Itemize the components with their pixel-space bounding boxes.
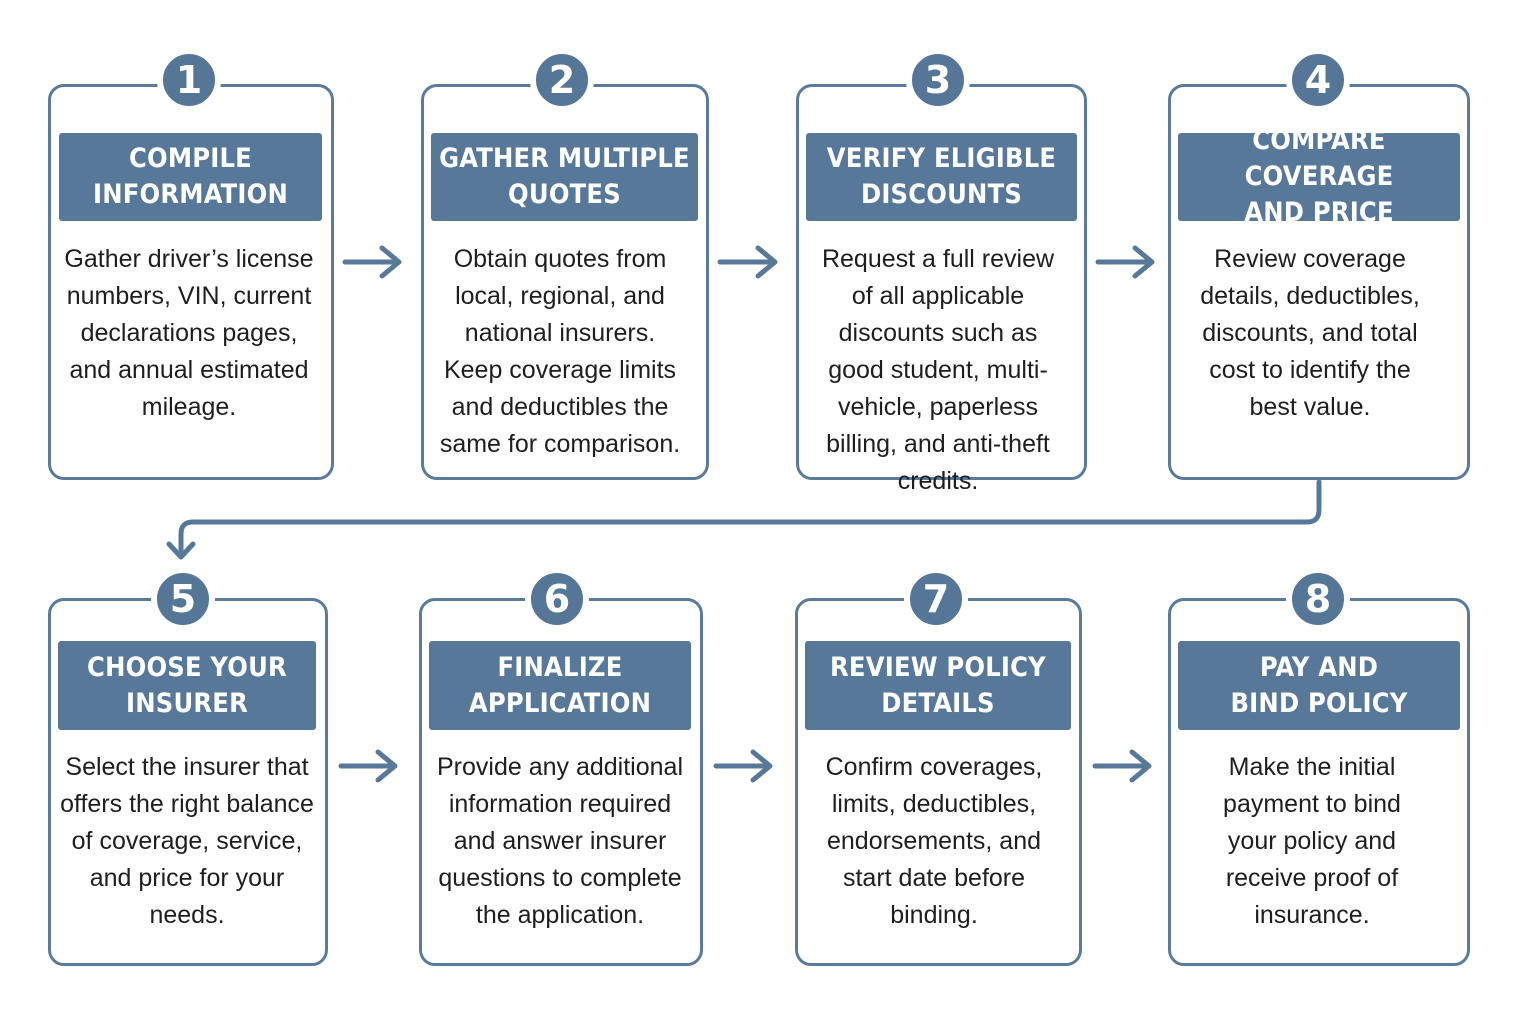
step-description: Select the insurer that offers the right… [60, 753, 314, 929]
arrow-2-to-3 [717, 245, 778, 279]
step-title-line: AND PRICE [1244, 197, 1394, 228]
step-title-line: FINALIZE [497, 651, 623, 683]
step-title-banner: PAY AND BIND POLICY [1178, 641, 1460, 730]
step-title-line: REVIEW POLICY [830, 651, 1046, 683]
step-description: Make the initial payment to bind your po… [1223, 753, 1401, 929]
step-title-line: GATHER MULTIPLE [439, 143, 690, 174]
step-title-line: DETAILS [881, 687, 995, 719]
step-title-banner: COMPILE INFORMATION [59, 133, 322, 221]
step-title-banner: GATHER MULTIPLE QUOTES [431, 133, 698, 221]
step-number-badge: 5 [151, 567, 215, 631]
step-description: Review coverage details, deductibles, di… [1200, 245, 1420, 421]
step-description: Obtain quotes from local, regional, and … [439, 245, 681, 458]
arrow-5-to-6 [338, 749, 398, 783]
step-number-badge: 1 [157, 48, 221, 112]
step-title-line: BIND POLICY [1230, 687, 1408, 719]
step-title-banner: COMPARE COVERAGE AND PRICE [1178, 125, 1460, 228]
step-title-line: PAY AND [1259, 651, 1379, 683]
step-description: Provide any additional information requi… [437, 753, 683, 929]
step-number-badge: 4 [1286, 48, 1350, 112]
step-title-line: APPLICATION [468, 687, 652, 719]
step-title-line: INSURER [125, 687, 248, 719]
arrow-4-to-5 [166, 479, 1322, 560]
step-number-badge: 2 [530, 48, 594, 112]
step-title-line: COMPARE COVERAGE [1244, 125, 1394, 192]
arrow-3-to-4 [1095, 245, 1155, 279]
step-number-badge: 7 [904, 567, 968, 631]
step-title-banner: VERIFY ELIGIBLE DISCOUNTS [806, 133, 1077, 221]
step-title-line: COMPILE [129, 143, 252, 174]
arrow-1-to-2 [342, 245, 402, 279]
step-title-line: CHOOSE YOUR [87, 651, 287, 683]
step-number-badge: 8 [1286, 567, 1350, 631]
arrow-6-to-7 [713, 749, 773, 783]
step-title-line: VERIFY ELIGIBLE [826, 143, 1057, 174]
step-title-banner: REVIEW POLICY DETAILS [805, 641, 1071, 730]
step-number-badge: 6 [525, 567, 589, 631]
step-title-line: DISCOUNTS [860, 179, 1023, 210]
step-title-line: INFORMATION [93, 179, 288, 210]
step-number-badge: 3 [906, 48, 970, 112]
step-description: Request a full review of all applicable … [821, 245, 1055, 495]
step-description: Confirm coverages, limits, deductibles, … [825, 753, 1043, 929]
step-title-line: QUOTES [508, 179, 621, 210]
arrow-7-to-8 [1092, 749, 1152, 783]
step-title-banner: FINALIZE APPLICATION [429, 641, 691, 730]
step-title-banner: CHOOSE YOUR INSURER [58, 641, 316, 730]
step-description: Gather driver’s license numbers, VIN, cu… [64, 245, 314, 421]
